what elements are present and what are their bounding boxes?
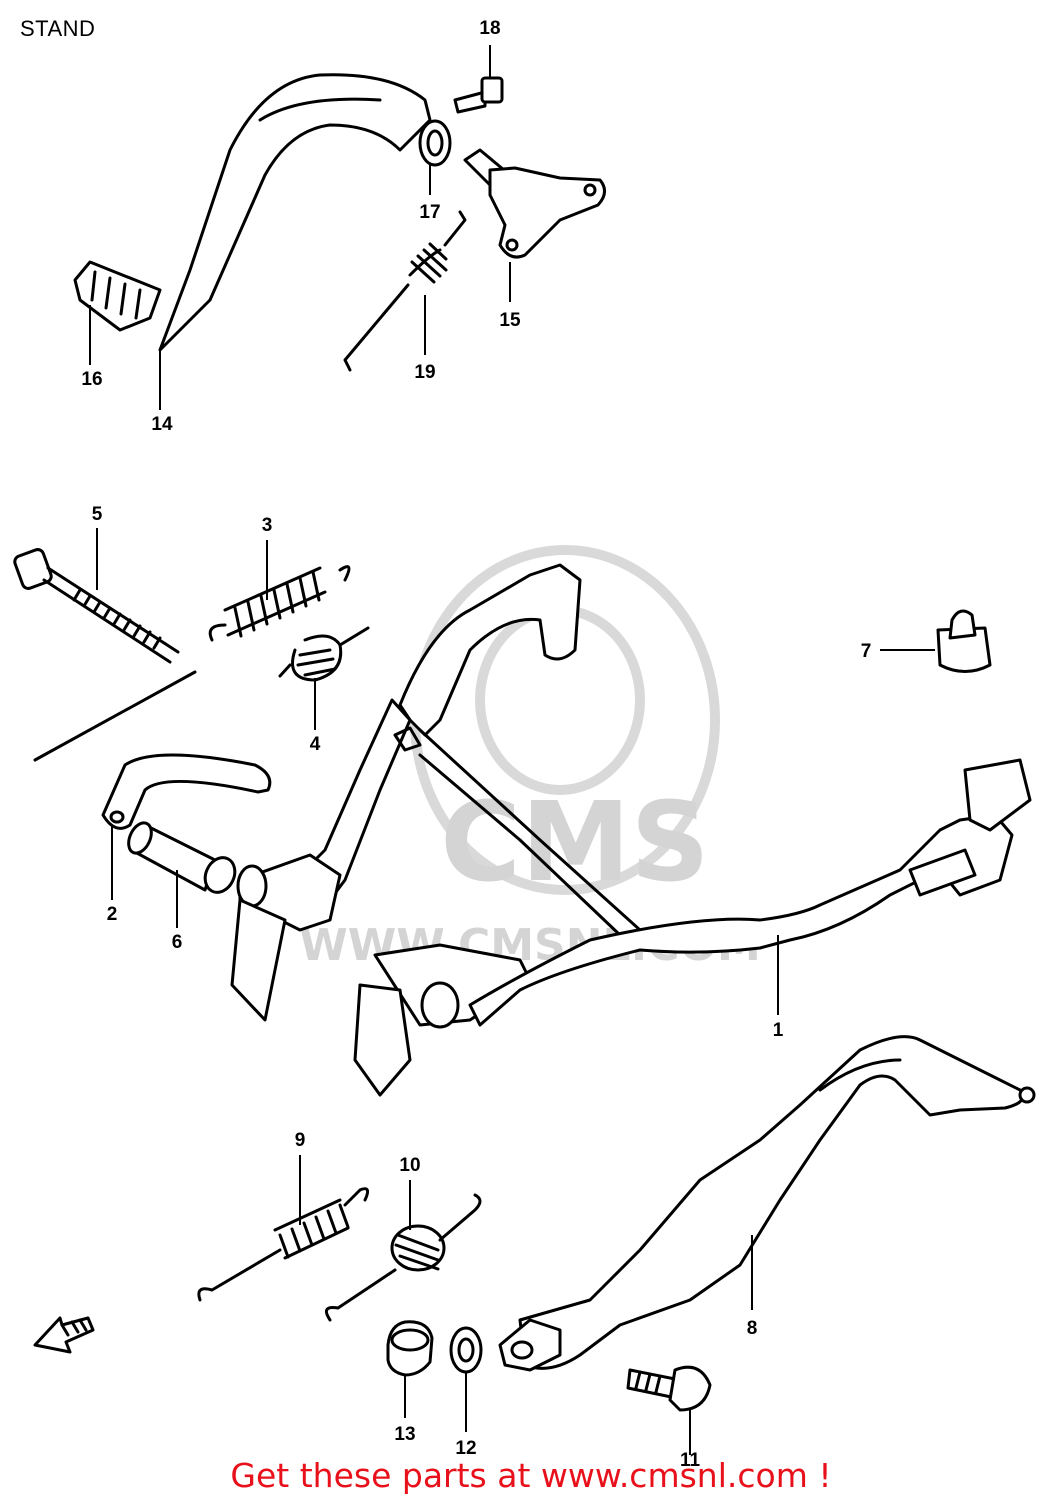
part-12-washer [449, 1326, 483, 1374]
callout-10: 10 [399, 1155, 420, 1176]
callout-3: 3 [262, 515, 273, 536]
callout-8: 8 [747, 1318, 758, 1339]
part-16-rubber [73, 260, 162, 332]
part-8-side-stand [498, 1035, 1036, 1372]
callout-12: 12 [455, 1438, 476, 1459]
callout-18: 18 [479, 18, 500, 39]
watermark-brand: CMS [440, 778, 709, 906]
callout-9: 9 [295, 1130, 306, 1151]
part-6-pipe [127, 821, 237, 894]
callout-4: 4 [310, 734, 321, 755]
callout-2: 2 [107, 904, 118, 925]
callout-1: 1 [773, 1020, 784, 1041]
callout-7: 7 [861, 641, 872, 662]
part-10-spring [324, 1193, 482, 1322]
part-15-bracket [463, 148, 606, 259]
part-18-bolt [453, 76, 504, 114]
callout-16: 16 [81, 369, 102, 390]
part-3-spring [208, 565, 351, 642]
callout-5: 5 [92, 504, 103, 525]
footer-link-text[interactable]: Get these parts at www.cmsnl.com ! [230, 1456, 832, 1495]
callout-11: 11 [680, 1450, 701, 1471]
part-19-spring [343, 210, 467, 372]
part-11-bolt [626, 1365, 712, 1412]
part-9-spring [197, 1187, 370, 1302]
callout-13: 13 [394, 1424, 415, 1445]
callout-19: 19 [414, 362, 435, 383]
callout-numbers: 18 17 15 19 16 14 5 3 4 7 2 6 1 9 10 8 1… [81, 18, 871, 1471]
part-14-lever [158, 73, 432, 352]
leader-lines [89, 45, 935, 1455]
part-5-bolt [13, 548, 197, 762]
part-17-washer [418, 119, 452, 167]
part-13-nut [386, 1320, 434, 1377]
callout-17: 17 [419, 202, 440, 223]
part-7-stopper [936, 609, 992, 673]
callout-14: 14 [151, 414, 173, 435]
part-4-spring [278, 626, 370, 682]
diagram-title: STAND [20, 16, 96, 41]
part-1-main-stand [230, 563, 1032, 1097]
callout-6: 6 [172, 932, 183, 953]
front-arrow-icon [33, 1316, 95, 1354]
callout-15: 15 [499, 310, 521, 331]
watermark-logo: CMS WWW.CMSNL.COM [299, 545, 761, 971]
part-2-bracket [101, 753, 272, 830]
